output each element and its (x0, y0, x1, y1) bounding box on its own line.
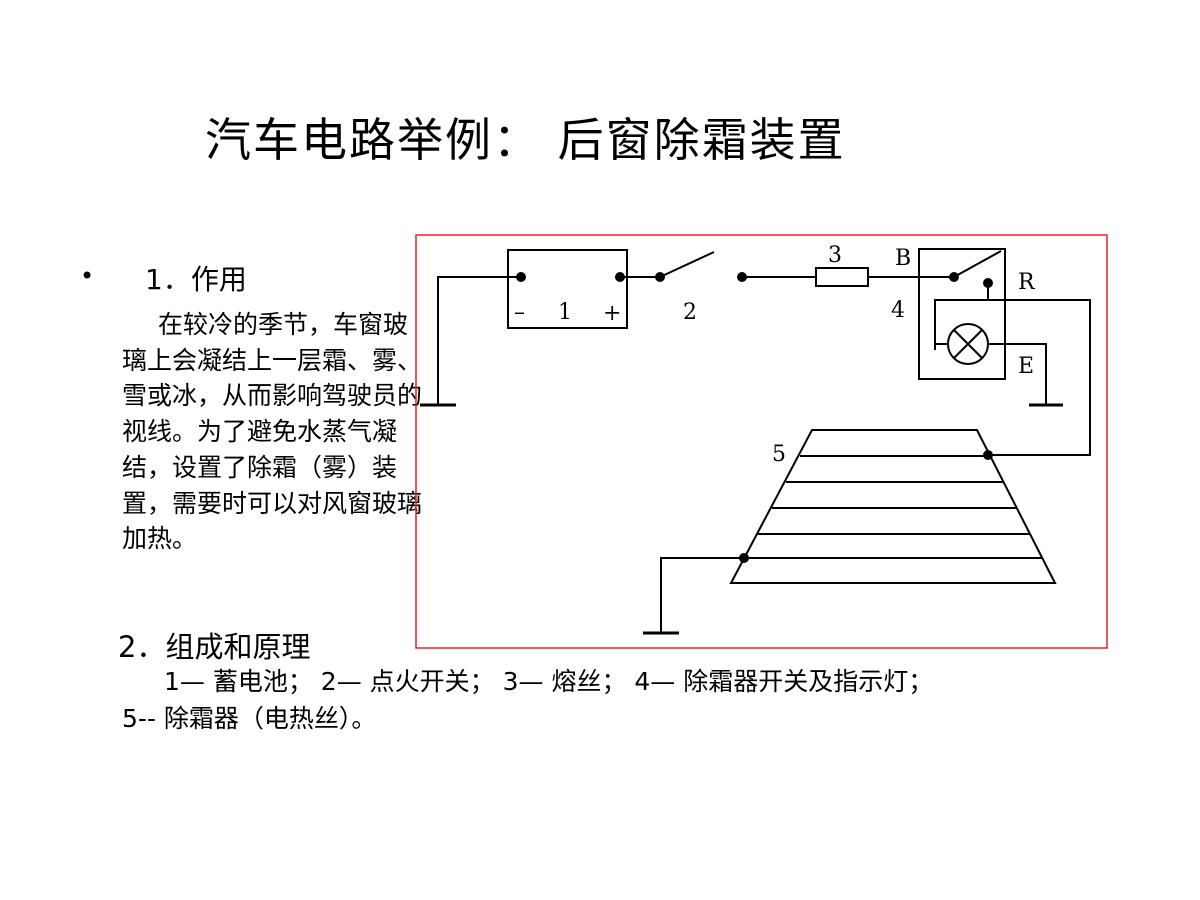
component-legend: 1— 蓄电池； 2— 点火开关； 3— 熔丝； 4— 除霜器开关及指示灯； 5-… (122, 667, 934, 733)
battery-box (507, 249, 628, 329)
indicator-lamp-cross-2 (953, 329, 983, 359)
relay-box (918, 248, 1006, 380)
switch-right-contact (737, 272, 747, 282)
bullet-marker: • (80, 262, 95, 290)
terminal-r-label: R (1018, 270, 1036, 295)
terminal-b-label: B (895, 246, 911, 271)
battery-ground-wire (437, 276, 521, 405)
diagram-border (415, 234, 1108, 649)
battery-pos-terminal (615, 272, 625, 282)
relay-number-label: 4 (891, 298, 905, 323)
battery-plus-label: + (603, 301, 621, 326)
indicator-wiring (934, 299, 1091, 456)
relay-r-contact (983, 278, 993, 288)
relay-b-contact (949, 272, 959, 282)
fuse-symbol (815, 267, 869, 287)
relay-ground-wire (1005, 343, 1047, 405)
heater-top-junction (983, 450, 993, 460)
heater-bottom-junction (739, 553, 749, 563)
section-1-text: 在较冷的季节，车窗玻璃上会凝结上一层霜、雾、雪或冰，从而影响驾驶员的视线。为了避… (122, 310, 423, 554)
ignition-switch-blade (659, 251, 715, 278)
fuse-number-label: 3 (828, 243, 842, 268)
battery-number-label: 1 (558, 300, 572, 325)
page-title: 汽车电路举例： 后窗除霜装置 (205, 113, 846, 167)
rear-window-heater (729, 429, 1057, 584)
heater-ground-wire (660, 557, 744, 633)
terminal-e-label: E (1018, 354, 1034, 379)
switch-left-contact (655, 272, 665, 282)
switch-number-label: 2 (683, 300, 697, 325)
battery-neg-terminal (516, 272, 526, 282)
heater-number-label: 5 (772, 442, 786, 467)
section-2-heading: 2．组成和原理 (118, 630, 311, 664)
battery-minus-label: – (514, 300, 525, 325)
defroster-switch-blade (953, 250, 1002, 278)
section-1-heading: 1．作用 (145, 263, 247, 296)
